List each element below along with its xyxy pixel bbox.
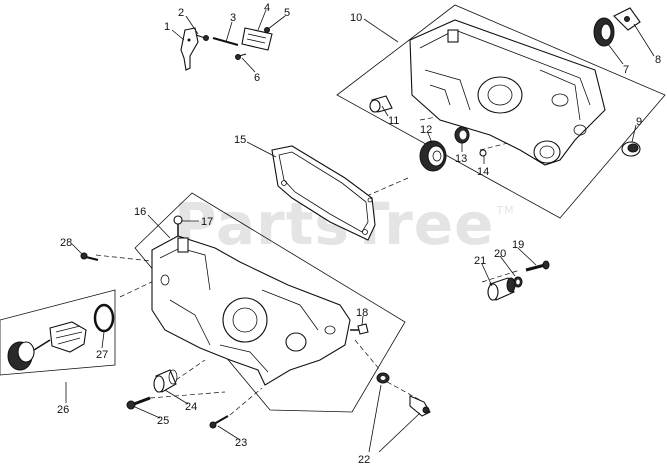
part-13-oil-seal — [454, 126, 470, 144]
part-20-washer — [513, 276, 523, 288]
callout-3: 3 — [230, 12, 236, 24]
callout-26: 26 — [57, 404, 69, 416]
callout-27: 27 — [96, 349, 108, 361]
callout-14: 14 — [477, 166, 489, 178]
callout-5: 5 — [284, 7, 290, 19]
callout-6: 6 — [254, 72, 260, 84]
part-14-pin — [479, 149, 487, 157]
part-8-tab — [613, 7, 641, 31]
part-9-cap — [621, 141, 641, 157]
callout-8: 8 — [655, 54, 661, 66]
part-3-pin — [212, 37, 239, 46]
leader-lines — [65, 9, 655, 453]
callout-15: 15 — [234, 134, 246, 146]
callout-22: 22 — [358, 454, 370, 466]
callout-1: 1 — [164, 21, 170, 33]
callout-28: 28 — [60, 237, 72, 249]
part-15-gasket — [271, 145, 376, 241]
part-11-dowel — [369, 95, 393, 113]
callout-18: 18 — [356, 307, 368, 319]
part-6-screw — [235, 53, 247, 60]
callout-12: 12 — [420, 124, 432, 136]
part-12-bearing — [419, 140, 447, 172]
part-28-screw — [80, 252, 99, 261]
part-7-mount — [593, 17, 615, 47]
assembly-10-outline — [336, 4, 666, 219]
callout-4: 4 — [264, 2, 270, 14]
callout-16: 16 — [134, 206, 146, 218]
callout-20: 20 — [494, 248, 506, 260]
part-21-bushing — [487, 277, 516, 301]
assembly-16-outline — [134, 192, 406, 413]
part-10-crankcase-upper — [409, 19, 606, 166]
callout-21: 21 — [474, 255, 486, 267]
part-16-crankcase-lower — [151, 235, 351, 386]
callout-17: 17 — [201, 216, 213, 228]
assembly-26-outline — [0, 289, 116, 376]
callout-11: 11 — [388, 115, 399, 127]
part-25-bolt — [126, 396, 151, 410]
callout-13: 13 — [455, 153, 467, 165]
part-19-bolt — [525, 260, 550, 272]
part-22-parts — [376, 372, 431, 417]
callout-19: 19 — [512, 239, 524, 251]
callout-9: 9 — [636, 116, 642, 128]
part-4-plate — [241, 27, 273, 51]
callout-23: 23 — [235, 437, 247, 449]
part-2-screw — [195, 34, 209, 41]
callout-2: 2 — [178, 7, 184, 19]
part-17-screw — [173, 215, 183, 236]
callout-labels: 1 2 3 4 5 6 7 8 9 10 11 12 13 14 15 16 1… — [57, 2, 661, 466]
part-23-screw — [209, 415, 229, 429]
part-18-screw — [350, 323, 369, 335]
callout-24: 24 — [185, 401, 197, 413]
callout-10: 10 — [350, 12, 362, 24]
callout-25: 25 — [157, 415, 169, 427]
callout-7: 7 — [623, 64, 629, 76]
part-1-bracket — [180, 27, 199, 71]
part-24-sleeve — [153, 369, 178, 393]
part-27-o-ring — [93, 303, 115, 333]
part-26-assembly — [7, 321, 87, 371]
